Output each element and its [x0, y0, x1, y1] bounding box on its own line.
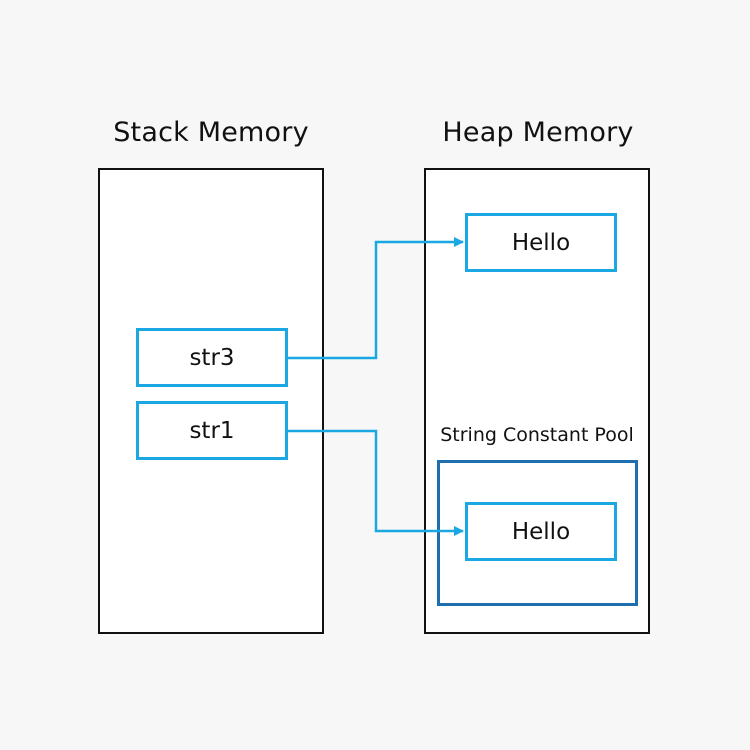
heap-memory-title: Heap Memory: [442, 117, 634, 148]
string-constant-pool-box: [437, 460, 638, 606]
stack-variable-str1: str1: [136, 401, 288, 460]
string-constant-pool-label: String Constant Pool: [440, 424, 634, 446]
str1-to-pool-arrow: [288, 429, 464, 536]
stack-variable-str3: str3: [136, 328, 288, 387]
heap-object-hello: Hello: [465, 213, 617, 272]
pool-object-hello: Hello: [465, 502, 617, 561]
stack-memory-title: Stack Memory: [113, 117, 309, 148]
str3-to-heap-arrow: [288, 237, 464, 360]
